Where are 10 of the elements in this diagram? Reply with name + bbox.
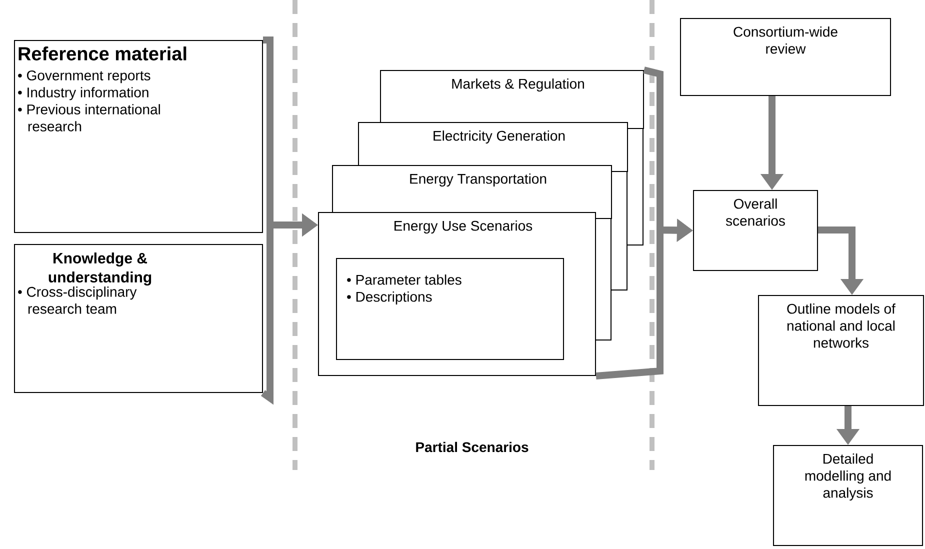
text-box: Reference material • Government reports • Industry information • Previous international research — [14, 40, 263, 233]
bullet-list-box: • Parameter tables • Descriptions — [336, 258, 564, 360]
process-box: Overall scenarios — [693, 190, 818, 271]
process-box: Outline models of national and local networks — [758, 295, 924, 406]
process-box: Detailed modelling and analysis — [773, 445, 924, 546]
process-box: Consortium-wide review — [680, 18, 891, 96]
section-label: Partial Scenarios — [416, 442, 528, 452]
text-box: Knowledge & understanding • Cross-disciplinary research team — [14, 244, 263, 393]
scenario-card: Energy Transportation — [332, 165, 612, 219]
scenario-card: Markets & Regulation — [380, 70, 644, 129]
